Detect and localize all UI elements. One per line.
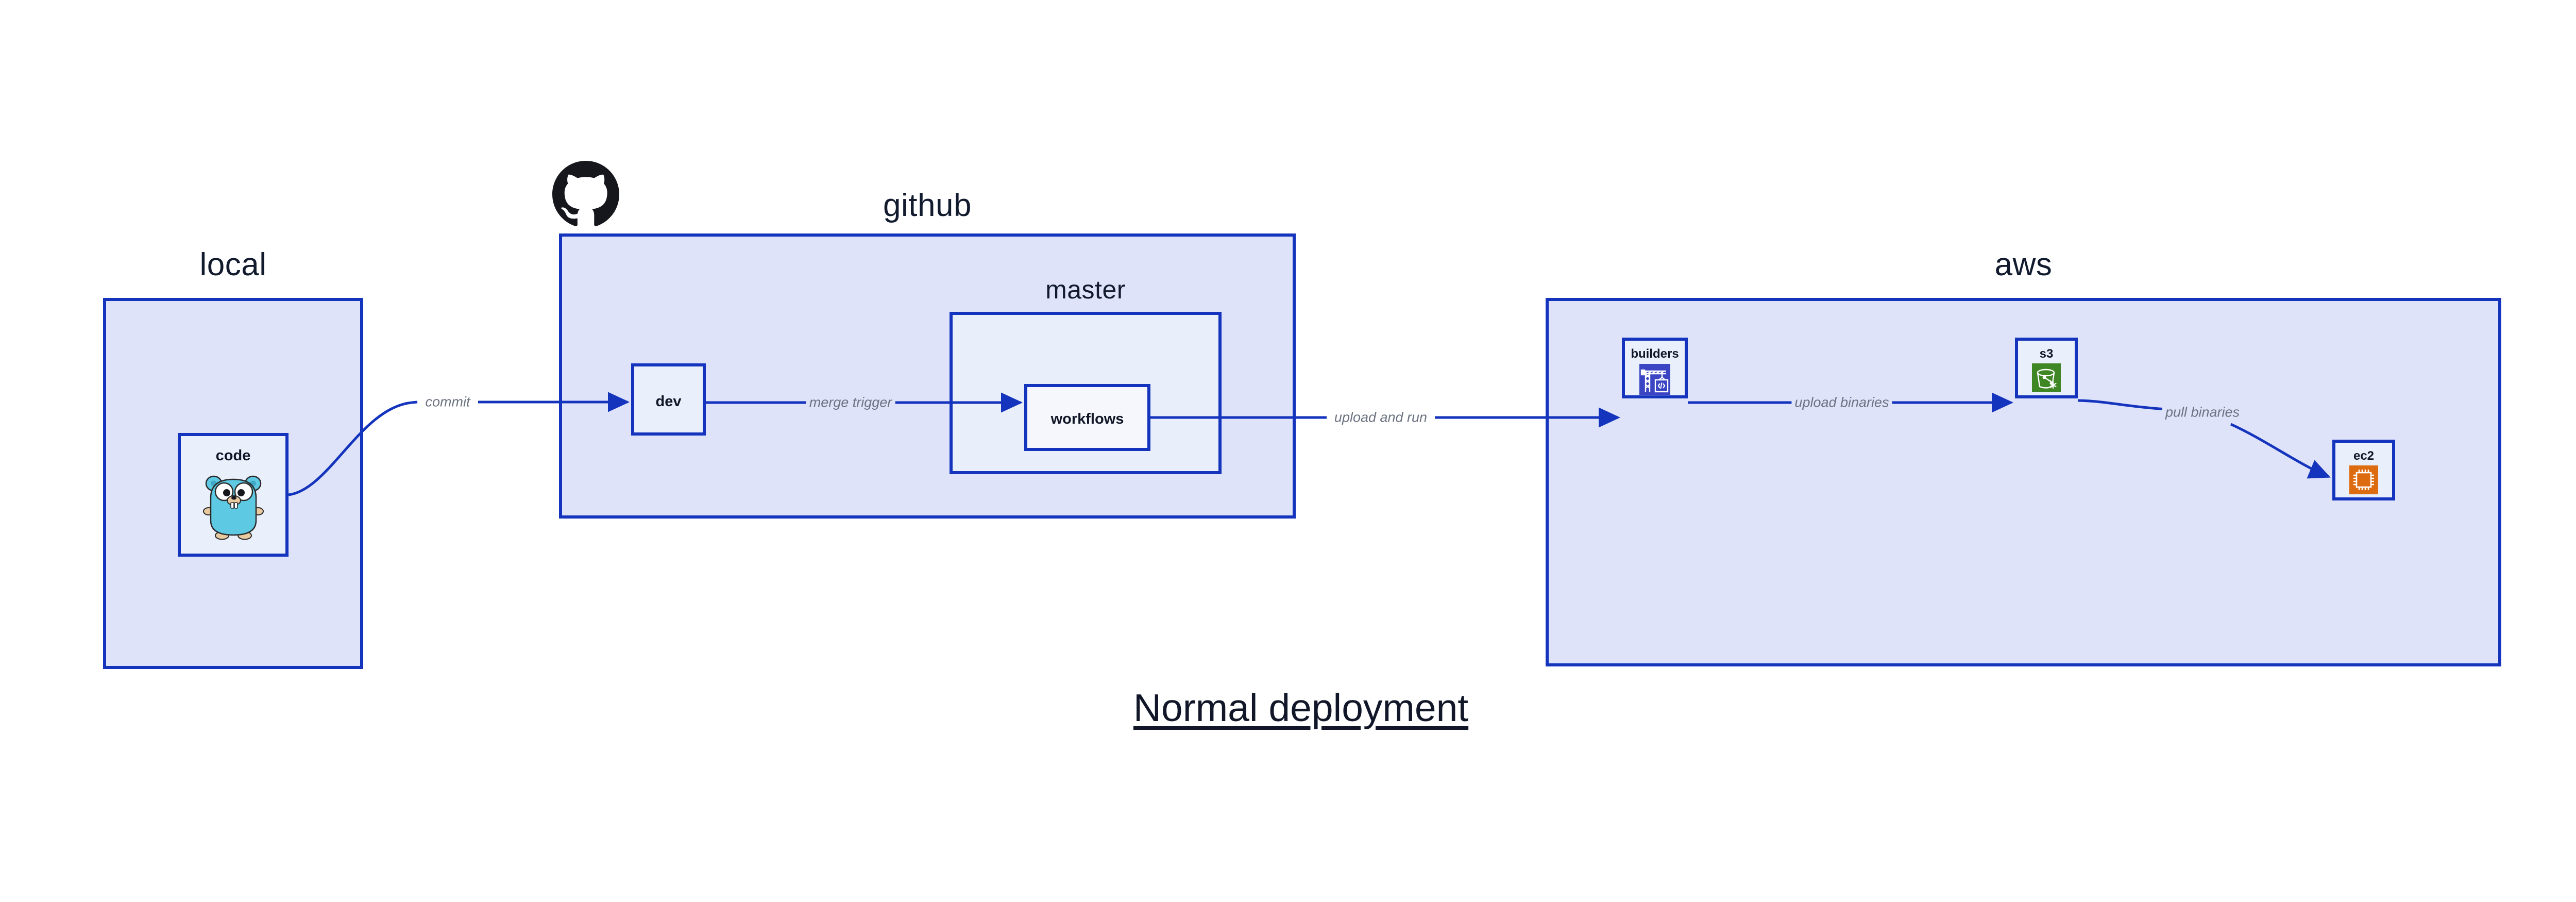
subgroup-label-master: master xyxy=(1045,275,1126,304)
node-ec2[interactable]: ec2 xyxy=(2332,440,2395,500)
node-s3[interactable]: s3 xyxy=(2015,338,2078,398)
page-title: Normal deployment xyxy=(1133,686,1469,729)
node-builders[interactable]: builders xyxy=(1622,338,1688,398)
node-label-code: code xyxy=(215,447,251,464)
group-label-local: local xyxy=(199,247,267,282)
group-label-aws: aws xyxy=(1994,247,2053,282)
go-gopher-icon xyxy=(202,468,264,540)
aws-s3-icon xyxy=(2032,363,2061,392)
edge-label-commit: commit xyxy=(422,394,473,410)
aws-ec2-icon xyxy=(2349,465,2378,494)
node-workflows[interactable]: workflows xyxy=(1024,384,1150,451)
edge-label-pull-binaries: pull binaries xyxy=(2162,404,2243,421)
node-label-s3: s3 xyxy=(2039,347,2054,361)
group-label-github: github xyxy=(883,188,972,223)
node-label-workflows: workflows xyxy=(1050,411,1124,427)
node-label-builders: builders xyxy=(1631,347,1679,361)
edge-label-upload-binaries: upload binaries xyxy=(1791,394,1892,411)
node-code[interactable]: code xyxy=(178,433,289,557)
node-label-ec2: ec2 xyxy=(2353,449,2375,463)
aws-builders-icon xyxy=(1639,364,1670,395)
node-label-dev: dev xyxy=(655,393,682,410)
edge-label-merge-trigger: merge trigger xyxy=(806,394,895,411)
node-dev[interactable]: dev xyxy=(631,363,706,436)
github-octocat-icon xyxy=(552,161,619,228)
edge-label-upload-and-run: upload and run xyxy=(1331,409,1431,426)
